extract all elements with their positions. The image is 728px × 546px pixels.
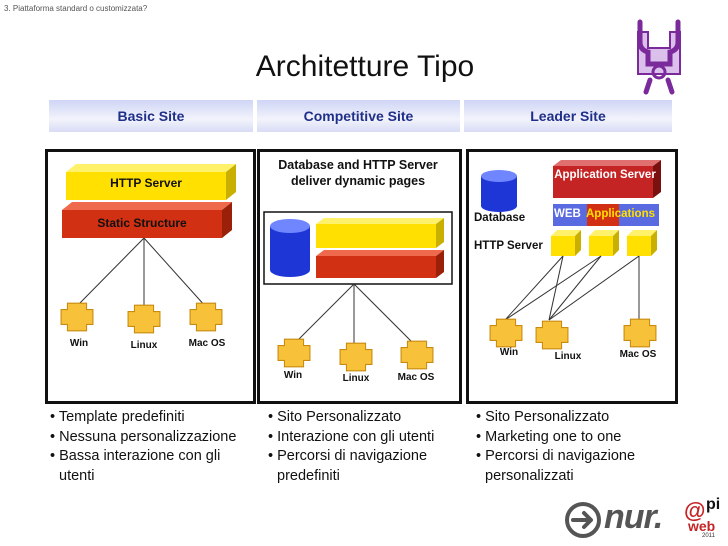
os-label-win: Win <box>283 370 303 381</box>
at-symbol-icon: @ <box>684 498 706 523</box>
piweb-logo-bottom: web <box>688 518 716 534</box>
bullet-item: Bassa interazione con gli utenti <box>50 447 250 486</box>
bullet-item: Marketing one to one <box>476 428 676 448</box>
diagram-frame-competitive <box>257 149 462 404</box>
http-server-cubes <box>551 230 657 256</box>
bullet-item: Percorsi di navigazione personalizzati <box>476 447 676 486</box>
os-label-macos: Mac OS <box>397 372 435 383</box>
database-cylinder-icon <box>270 219 310 277</box>
client-win <box>277 338 311 368</box>
static-structure-label: Static Structure <box>97 216 187 230</box>
bullet-item: Interazione con gli utenti <box>268 428 462 448</box>
client-linux <box>339 342 373 372</box>
diagram-frame-basic <box>45 149 256 404</box>
basic-site-diagram <box>60 164 236 334</box>
http-server-label: HTTP Server <box>474 240 543 252</box>
bullets-basic: Template predefiniti Nessuna personalizz… <box>50 408 250 486</box>
client-linux <box>535 320 569 350</box>
database-label: Database <box>474 212 526 224</box>
column-header-leader: Leader Site <box>530 108 606 124</box>
application-server-block <box>553 160 661 198</box>
client-win <box>489 318 523 348</box>
leader-connectors <box>504 255 640 321</box>
http-server-block <box>66 164 236 200</box>
structure-layer-block <box>316 250 444 278</box>
diagram-frame-leader <box>466 149 678 404</box>
os-label-macos: Mac OS <box>619 349 657 360</box>
competitive-description: Database and HTTP Server deliver dynamic… <box>278 158 438 188</box>
page-title: Architetture Tipo <box>255 50 475 83</box>
os-label-win: Win <box>499 347 519 358</box>
competitive-connectors <box>293 283 415 348</box>
header-bar-leader <box>464 100 672 132</box>
os-label-win: Win <box>69 338 89 349</box>
bullet-item: Sito Personalizzato <box>268 408 462 428</box>
applications-label: Applications <box>586 208 656 220</box>
client-macos <box>623 318 657 348</box>
client-linux <box>127 304 161 334</box>
column-header-basic: Basic Site <box>117 108 185 124</box>
piweb-logo-year: 2011 <box>702 533 715 539</box>
application-server-label: Application Server <box>554 169 656 181</box>
client-macos <box>189 302 223 332</box>
header-bar-competitive <box>257 100 460 132</box>
nur-logo: nur. <box>604 498 663 536</box>
bullet-item: Template predefiniti <box>50 408 250 428</box>
breadcrumb: 3. Piattaforma standard o customizzata? <box>4 4 148 13</box>
bullet-item: Nessuna personalizzazione <box>50 428 250 448</box>
os-label-macos: Mac OS <box>188 338 226 349</box>
column-header-competitive: Competitive Site <box>303 108 414 124</box>
static-structure-block <box>62 202 232 238</box>
wrench-tool-icon <box>637 19 681 95</box>
os-label-linux: Linux <box>554 351 582 362</box>
bullets-competitive: Sito Personalizzato Interazione con gli … <box>268 408 462 486</box>
database-cylinder-icon <box>481 170 517 212</box>
leader-site-diagram <box>481 160 661 350</box>
http-server-label: HTTP Server <box>110 176 182 190</box>
bullet-item: Percorsi di navigazione predefiniti <box>268 447 462 486</box>
arrow-circle-logo-icon <box>565 502 601 538</box>
client-macos <box>400 340 434 370</box>
competitive-site-diagram <box>263 211 453 372</box>
os-label-linux: Linux <box>342 373 370 384</box>
web-label: WEB <box>554 208 581 220</box>
piweb-logo: @ pi web 2011 <box>684 496 724 542</box>
bullet-item: Sito Personalizzato <box>476 408 676 428</box>
web-applications-bar <box>553 204 659 226</box>
header-bar-basic <box>49 100 253 132</box>
http-layer-block <box>316 218 444 248</box>
client-win <box>60 302 94 332</box>
piweb-logo-top: pi <box>706 496 721 513</box>
os-label-linux: Linux <box>130 340 158 351</box>
bullets-leader: Sito Personalizzato Marketing one to one… <box>476 408 676 486</box>
basic-connectors <box>75 237 207 312</box>
